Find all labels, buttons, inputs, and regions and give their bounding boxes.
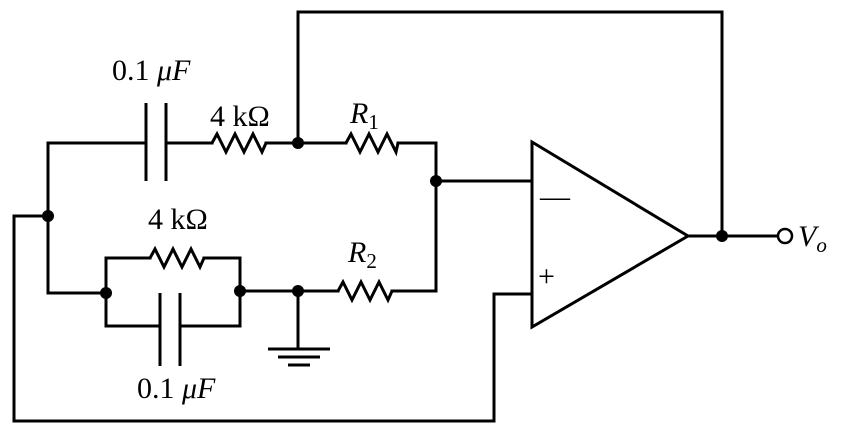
label-r2: R2 (347, 236, 377, 273)
capacitor-bottom (158, 293, 182, 366)
wires (12, 10, 780, 423)
junction-dot-left (42, 210, 54, 222)
wire-left-top-branch (46, 141, 148, 218)
label-resistor-4k-top: 4 kΩ (210, 100, 270, 133)
wire-par-left (104, 256, 162, 328)
label-plus-input: + (538, 260, 555, 293)
wire-r1-to-node (396, 141, 438, 293)
resistor-4k-top (210, 130, 268, 156)
resistor-r1 (344, 130, 400, 157)
op-amp-triangle (530, 139, 691, 330)
label-minus-input: — (539, 180, 571, 213)
label-r1: R1 (349, 97, 379, 134)
junction-dot-minus-node (430, 175, 442, 187)
label-resistor-4k-parallel: 4 kΩ (148, 203, 208, 236)
junction-dot-r1-left (292, 137, 304, 149)
output-terminal (776, 227, 794, 245)
ground-symbol (268, 347, 330, 367)
resistor-r2 (336, 278, 394, 304)
wire-plus-loop (12, 214, 534, 423)
capacitor-top (144, 103, 168, 181)
junction-dot-ground (292, 285, 304, 297)
feedback-wire-top (296, 10, 724, 238)
junction-dot-par-right (234, 285, 246, 297)
junction-dots (42, 137, 728, 299)
junction-dot-par-left (100, 287, 112, 299)
wire-par-top-right (178, 256, 242, 328)
resistor-4k-parallel (148, 245, 206, 271)
label-vo: Vo (798, 220, 827, 257)
wire-left-lower (46, 214, 108, 295)
label-capacitor-top: 0.1 μF (112, 54, 191, 87)
junction-dot-output (716, 230, 728, 242)
label-capacitor-bottom: 0.1 μF (137, 372, 216, 405)
